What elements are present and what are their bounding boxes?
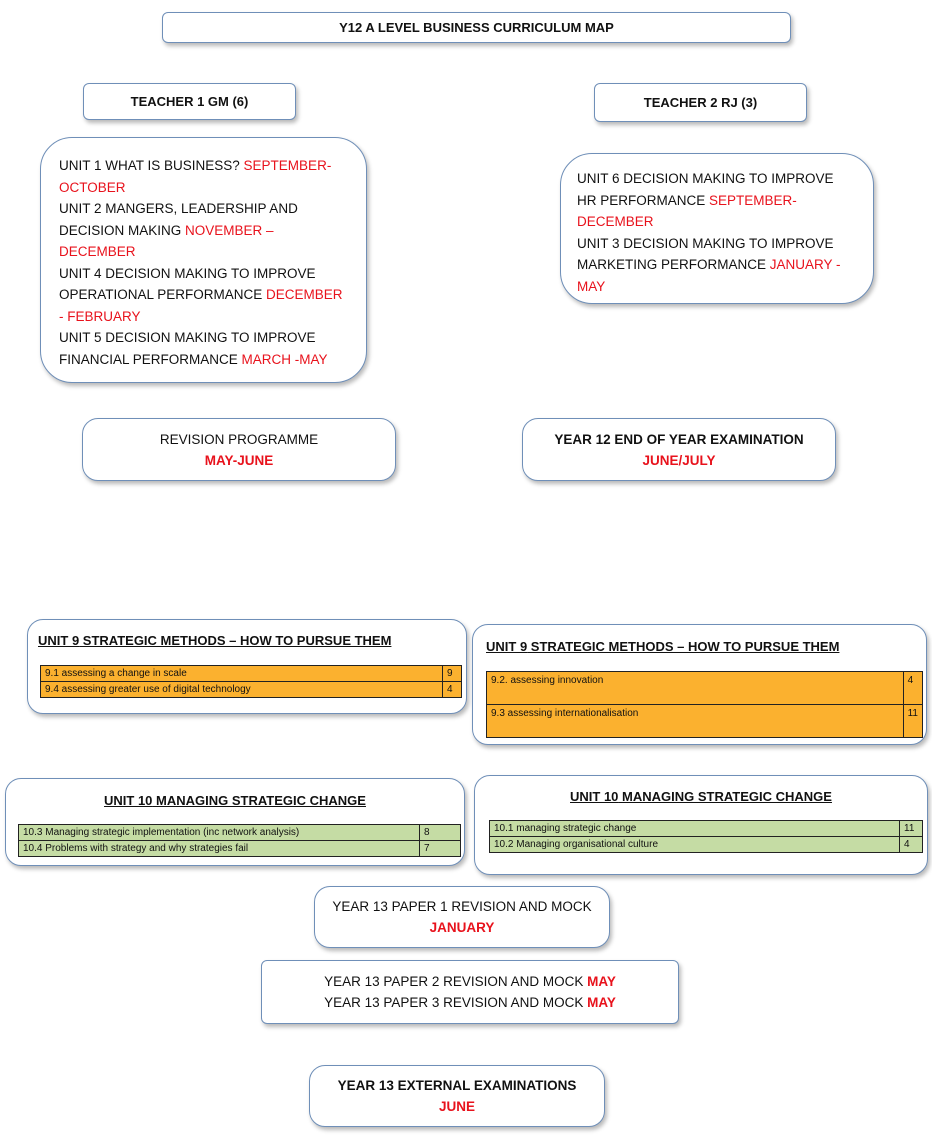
lessons-cell: 11 [902, 704, 924, 738]
unit-2-line-2: DECISION MAKING NOVEMBER – [59, 222, 274, 238]
title-box: Y12 A LEVEL BUSINESS CURRICULUM MAP [162, 12, 791, 43]
revision-label: REVISION PROGRAMME [159, 431, 319, 447]
y13-papers-2-3-box: YEAR 13 PAPER 2 REVISION AND MOCK MAY YE… [261, 960, 679, 1024]
unit-3-date: MAY [577, 278, 606, 294]
unit-4-line: UNIT 4 DECISION MAKING TO IMPROVE [59, 265, 316, 281]
unit-4-date: - FEBRUARY [59, 308, 141, 324]
teacher-2-box: TEACHER 2 RJ (3) [594, 83, 807, 122]
lessons-cell: 4 [902, 671, 924, 705]
unit-3-line: UNIT 3 DECISION MAKING TO IMPROVE [577, 235, 834, 251]
unit-10-right-box: UNIT 10 MANAGING STRATEGIC CHANGE 10.1 m… [474, 775, 928, 875]
topic-cell: 9.3 assessing internationalisation [486, 704, 904, 738]
unit-9-right-box: UNIT 9 STRATEGIC METHODS – HOW TO PURSUE… [472, 624, 927, 745]
topic-cell: 9.2. assessing innovation [486, 671, 904, 705]
table-row: 10.3 Managing strategic implementation (… [18, 824, 461, 841]
topic-cell: 10.2 Managing organisational culture [489, 836, 900, 853]
unit-2-line: UNIT 2 MANGERS, LEADERSHIP AND [59, 201, 298, 216]
topic-cell: 10.4 Problems with strategy and why stra… [18, 840, 420, 857]
unit-2-date: DECEMBER [59, 244, 136, 259]
unit-10-right-table: 10.1 managing strategic change 11 10.2 M… [489, 820, 923, 853]
teacher-1-units-box: UNIT 1 WHAT IS BUSINESS? SEPTEMBER- OCTO… [40, 137, 367, 383]
lessons-cell: 8 [419, 824, 461, 841]
unit-10-right-heading: UNIT 10 MANAGING STRATEGIC CHANGE [570, 789, 832, 804]
y13-paper-3-line: YEAR 13 PAPER 3 REVISION AND MOCK MAY [324, 995, 616, 1010]
table-row: 9.3 assessing internationalisation 11 [486, 704, 924, 738]
page-title: Y12 A LEVEL BUSINESS CURRICULUM MAP [339, 20, 614, 35]
table-row: 9.2. assessing innovation 4 [486, 671, 924, 705]
y12-exam-date: JUNE/JULY [642, 452, 716, 468]
y13-paper-1-date: JANUARY [429, 920, 495, 935]
y13-paper-1-box: YEAR 13 PAPER 1 REVISION AND MOCK JANUAR… [314, 886, 610, 948]
lessons-cell: 4 [899, 836, 923, 853]
y13-paper-2-line: YEAR 13 PAPER 2 REVISION AND MOCK MAY [324, 974, 616, 989]
table-row: 9.4 assessing greater use of digital tec… [40, 681, 462, 698]
unit-6-date: DECEMBER [577, 214, 654, 229]
revision-date: MAY-JUNE [204, 452, 274, 468]
lessons-cell: 7 [419, 840, 461, 857]
topic-cell: 9.4 assessing greater use of digital tec… [40, 681, 443, 698]
y13-paper-1-label: YEAR 13 PAPER 1 REVISION AND MOCK [332, 899, 592, 914]
unit-10-left-table: 10.3 Managing strategic implementation (… [18, 824, 461, 857]
table-row: 10.1 managing strategic change 11 [489, 820, 923, 837]
unit-10-left-heading: UNIT 10 MANAGING STRATEGIC CHANGE [104, 793, 366, 808]
topic-cell: 10.1 managing strategic change [489, 820, 900, 837]
unit-9-right-heading: UNIT 9 STRATEGIC METHODS – HOW TO PURSUE… [486, 639, 840, 654]
teacher-2-units-box: UNIT 6 DECISION MAKING TO IMPROVE HR PER… [560, 153, 874, 304]
unit-5-line-2: FINANCIAL PERFORMANCE MARCH -MAY [59, 351, 328, 367]
lessons-cell: 11 [899, 820, 923, 837]
teacher-1-box: TEACHER 1 GM (6) [83, 83, 296, 120]
unit-3-line-2: MARKETING PERFORMANCE JANUARY - [577, 257, 841, 272]
topic-cell: 9.1 assessing a change in scale [40, 665, 443, 682]
lessons-cell: 9 [442, 665, 462, 682]
revision-programme-box: REVISION PROGRAMME MAY-JUNE [82, 418, 396, 481]
y12-exam-label: YEAR 12 END OF YEAR EXAMINATION [554, 431, 804, 447]
y13-external-date: JUNE [438, 1099, 475, 1114]
teacher-2-label: TEACHER 2 RJ (3) [643, 95, 758, 110]
unit-1-date: OCTOBER [59, 179, 126, 195]
table-row: 10.4 Problems with strategy and why stra… [18, 840, 461, 857]
lessons-cell: 4 [442, 681, 462, 698]
topic-cell: 10.3 Managing strategic implementation (… [18, 824, 420, 841]
y13-external-label: YEAR 13 EXTERNAL EXAMINATIONS [337, 1078, 577, 1093]
teacher-1-label: TEACHER 1 GM (6) [130, 94, 249, 109]
unit-9-left-heading: UNIT 9 STRATEGIC METHODS – HOW TO PURSUE… [38, 633, 392, 648]
table-row: 9.1 assessing a change in scale 9 [40, 665, 462, 682]
unit-6-line: UNIT 6 DECISION MAKING TO IMPROVE [577, 171, 834, 186]
y12-exam-box: YEAR 12 END OF YEAR EXAMINATION JUNE/JUL… [522, 418, 836, 481]
unit-5-line: UNIT 5 DECISION MAKING TO IMPROVE [59, 330, 316, 345]
unit-1-line: UNIT 1 WHAT IS BUSINESS? SEPTEMBER- [59, 158, 332, 173]
unit-10-left-box: UNIT 10 MANAGING STRATEGIC CHANGE 10.3 M… [5, 778, 465, 866]
unit-4-line-2: OPERATIONAL PERFORMANCE DECEMBER [59, 287, 343, 302]
unit-9-left-table: 9.1 assessing a change in scale 9 9.4 as… [40, 665, 462, 698]
unit-9-right-table: 9.2. assessing innovation 4 9.3 assessin… [486, 671, 924, 738]
y13-external-exams-box: YEAR 13 EXTERNAL EXAMINATIONS JUNE [309, 1065, 605, 1127]
unit-6-line-2: HR PERFORMANCE SEPTEMBER- [577, 192, 797, 208]
unit-9-left-box: UNIT 9 STRATEGIC METHODS – HOW TO PURSUE… [27, 619, 467, 714]
table-row: 10.2 Managing organisational culture 4 [489, 836, 923, 853]
